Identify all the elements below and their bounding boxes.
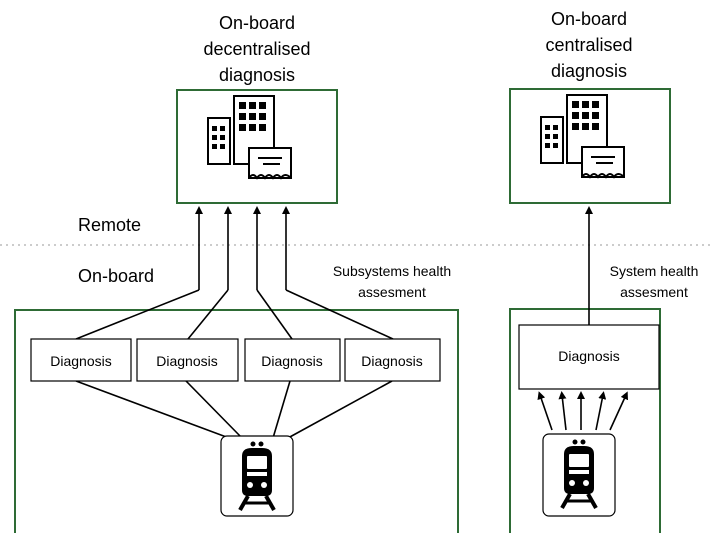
diagnosis-label-4: Diagnosis [361,353,422,369]
annotation-right-line2: assesment [620,284,688,300]
diagnosis-box-3 [244,338,341,382]
title-left-line2: decentralised [203,39,310,59]
title-left-line3: diagnosis [219,65,295,85]
diagnosis-box-1 [30,338,132,382]
diagnosis-label-2: Diagnosis [156,353,217,369]
title-right-line2: centralised [545,35,632,55]
annotation-left-line1: Subsystems health [333,263,451,279]
diagnosis-box-4 [344,338,441,382]
diagnosis-box-2 [136,338,239,382]
diagnosis-box-right [518,324,660,390]
annotation-left-line2: assesment [358,284,426,300]
left-connections [75,206,394,439]
title-right-line1: On-board [551,9,627,29]
diagnosis-label-right: Diagnosis [558,348,619,364]
annotation-right-line1: System health [610,263,699,279]
remote-label: Remote [78,215,141,235]
right-sensor-arrows [537,391,628,431]
title-left-line1: On-board [219,13,295,33]
onboard-label: On-board [78,266,154,286]
title-right-line3: diagnosis [551,61,627,81]
onboard-container-left [14,309,459,533]
diagnosis-label-3: Diagnosis [261,353,322,369]
onboard-container-right [509,308,661,533]
diagnosis-label-1: Diagnosis [50,353,111,369]
